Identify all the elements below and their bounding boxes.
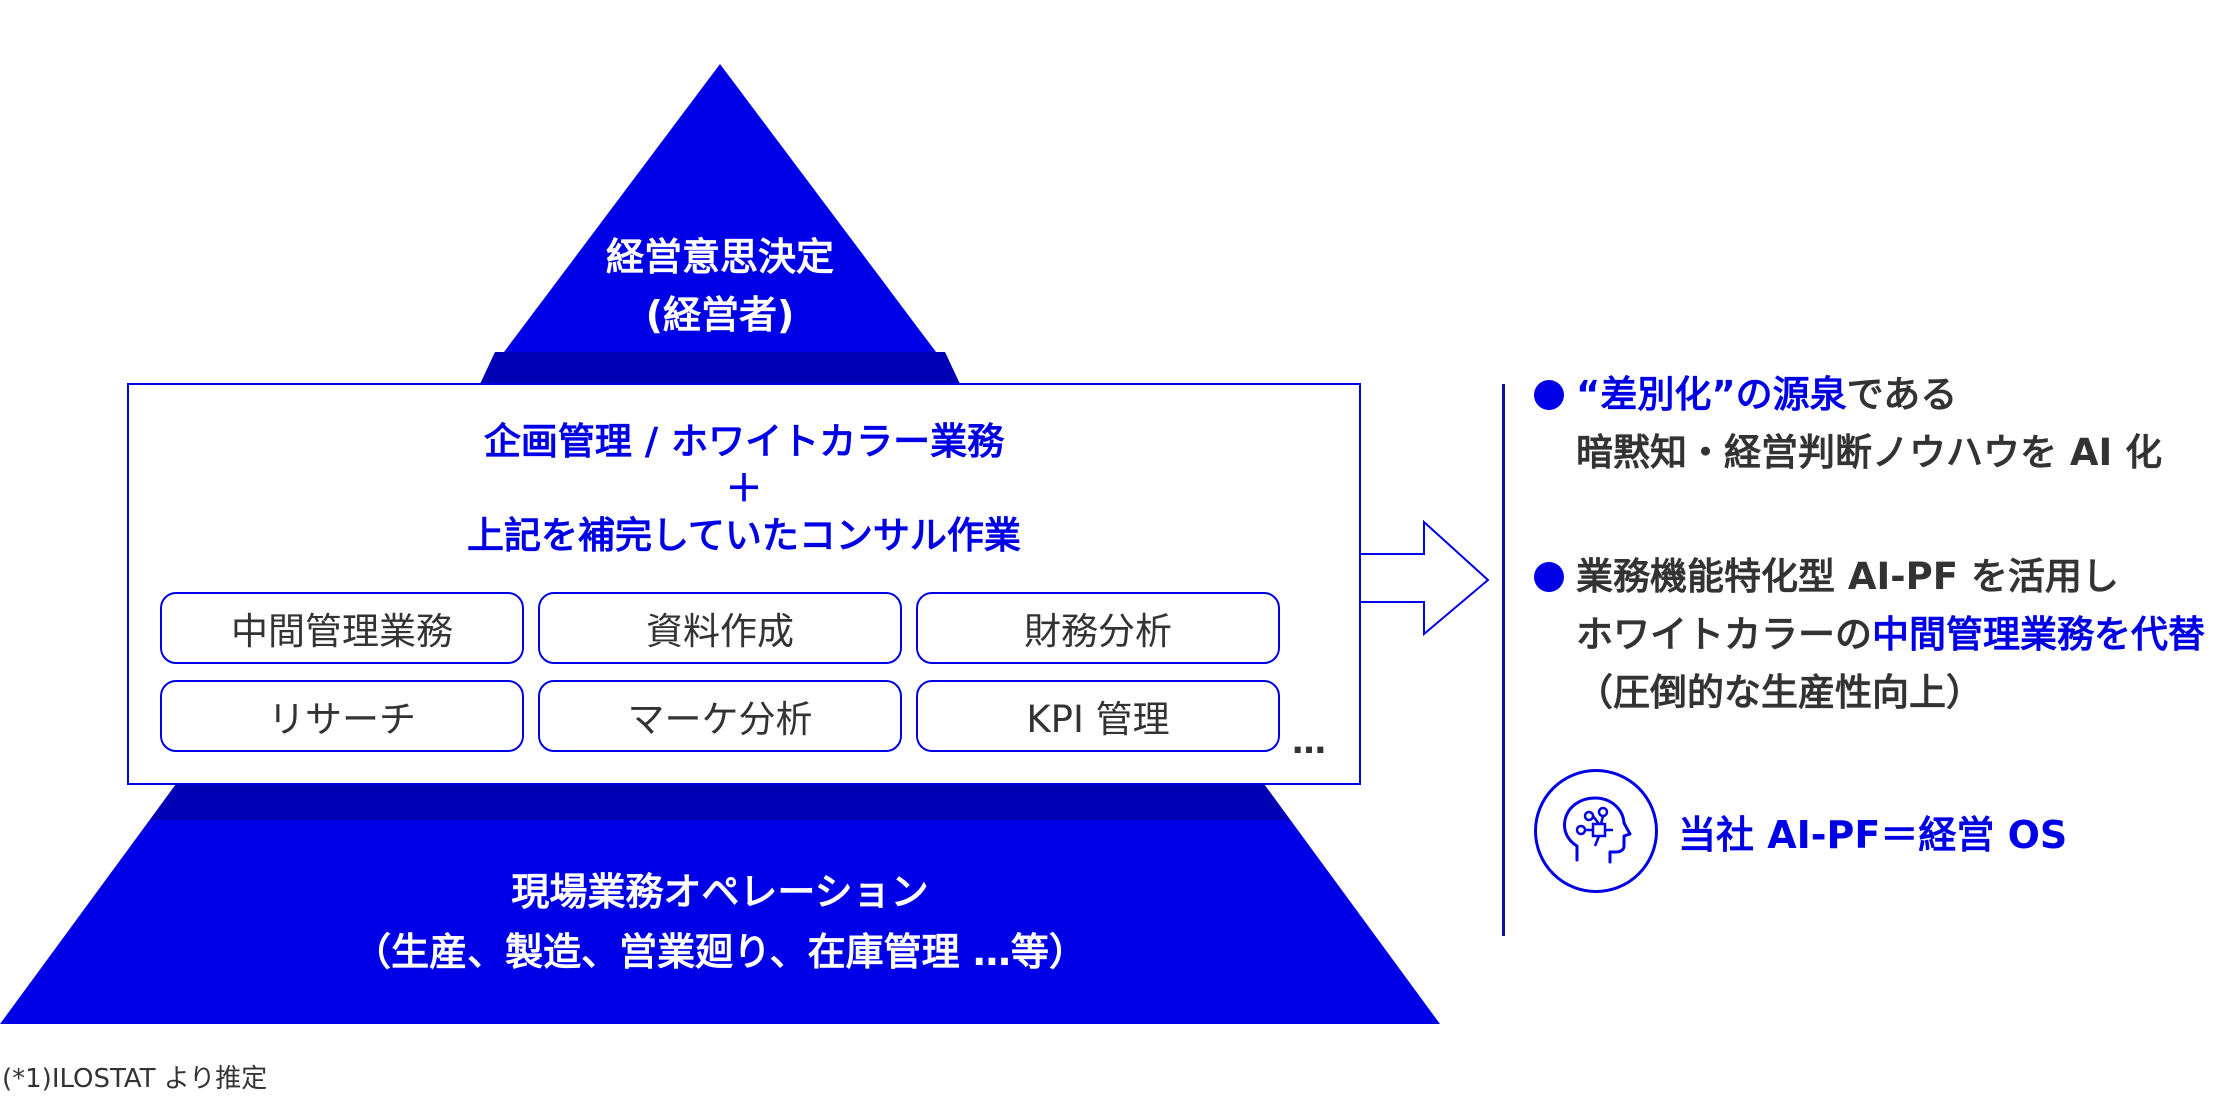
task-pill-marketing-analysis: マーケ分析 bbox=[538, 680, 902, 752]
bullet-dot-2 bbox=[1534, 562, 1564, 592]
os-label: 当社 AI-PF＝経営 OS bbox=[1678, 813, 2068, 857]
bullet2-line1: 業務機能特化型 AI-PF を活用し bbox=[1576, 555, 2119, 598]
right-arrow bbox=[1359, 519, 1490, 637]
pyramid-top-label: 経営意思決定 (経営者) bbox=[480, 228, 960, 344]
pyramid-bottom-shadow bbox=[150, 784, 1290, 820]
pyramid-top-shadow bbox=[480, 352, 960, 384]
bullet1-text: “差別化”の源泉である 暗黙知・経営判断ノウハウを AI 化 bbox=[1576, 366, 2162, 482]
middle-title-plus: ＋ bbox=[725, 467, 763, 510]
pyramid-bottom-label: 現場業務オペレーション （生産、製造、営業廻り、在庫管理 …等） bbox=[160, 862, 1280, 982]
bullet2-text: 業務機能特化型 AI-PF を活用し ホワイトカラーの中間管理業務を代替 （圧倒… bbox=[1576, 548, 2205, 722]
top-label-line1: 経営意思決定 bbox=[605, 235, 834, 279]
middle-title-line2: 上記を補完していたコンサル作業 bbox=[467, 514, 1021, 557]
task-pill-middle-management: 中間管理業務 bbox=[160, 592, 524, 664]
bullet2-plain: ホワイトカラーの bbox=[1576, 613, 1872, 656]
brain-head-icon-graphic bbox=[1563, 796, 1632, 864]
bullet1-plain: である bbox=[1846, 373, 1958, 416]
bottom-label-line1: 現場業務オペレーション bbox=[511, 870, 929, 914]
brain-head-icon bbox=[1534, 769, 1658, 893]
top-label-line2: (経営者) bbox=[645, 293, 795, 337]
bullet2-line3: （圧倒的な生産性向上） bbox=[1576, 671, 1983, 714]
task-pill-document-creation: 資料作成 bbox=[538, 592, 902, 664]
task-pill-financial-analysis: 財務分析 bbox=[916, 592, 1280, 664]
pyramid-middle-title: 企画管理 / ホワイトカラー業務 ＋ 上記を補完していたコンサル作業 bbox=[128, 418, 1360, 559]
pyramid-bottom-trapezoid bbox=[0, 784, 1440, 1024]
bullet2-line2: ホワイトカラーの中間管理業務を代替 bbox=[1576, 606, 2205, 664]
bullet1-line2: 暗黙知・経営判断ノウハウを AI 化 bbox=[1576, 431, 2163, 474]
more-tasks-ellipsis: … bbox=[1292, 722, 1328, 762]
footnote: (*1)ILOSTAT より推定 bbox=[2, 1064, 268, 1094]
bullet2-highlight: 中間管理業務を代替 bbox=[1872, 613, 2205, 656]
bottom-label-line2: （生産、製造、営業廻り、在庫管理 …等） bbox=[353, 930, 1087, 974]
bullet1-highlight: “差別化”の源泉 bbox=[1576, 373, 1847, 416]
right-panel-divider bbox=[1502, 384, 1505, 936]
bullet1-line1: “差別化”の源泉である bbox=[1576, 366, 2162, 424]
task-pill-kpi-management: KPI 管理 bbox=[916, 680, 1280, 752]
middle-title-line1: 企画管理 / ホワイトカラー業務 bbox=[483, 420, 1005, 463]
task-pill-research: リサーチ bbox=[160, 680, 524, 752]
pyramid-top-triangle bbox=[480, 64, 960, 384]
bullet-dot-1 bbox=[1534, 380, 1564, 410]
